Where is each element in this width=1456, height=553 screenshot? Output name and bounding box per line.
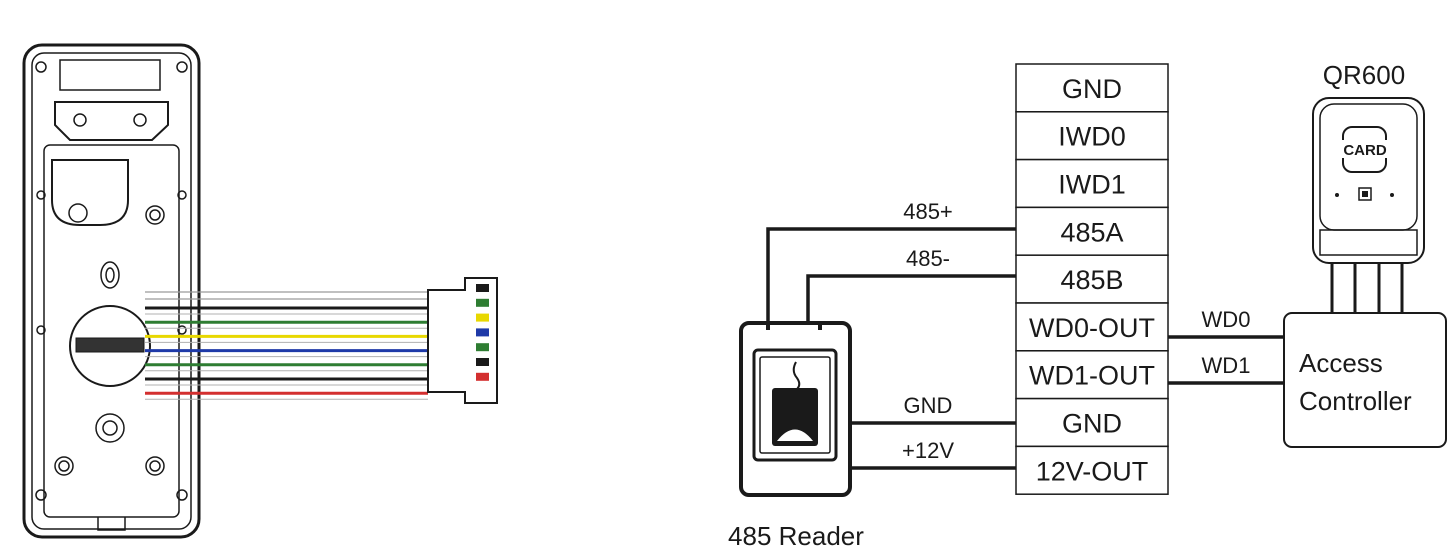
terminal-cell — [1015, 254, 1169, 304]
terminal-cell — [1015, 302, 1169, 352]
terminal-label: 485B — [1060, 265, 1123, 295]
terminal-cell — [1015, 206, 1169, 256]
harness-pin — [476, 358, 489, 366]
wire-label-12v: +12V — [902, 438, 954, 463]
harness-pin — [476, 298, 489, 307]
terminal-cell — [1015, 158, 1169, 209]
terminal-label: GND — [1062, 74, 1122, 104]
reader-wires — [766, 227, 1016, 470]
wire-label-gnd: GND — [904, 393, 953, 418]
terminal-label: WD1-OUT — [1029, 361, 1155, 391]
terminal-label: IWD0 — [1058, 122, 1126, 152]
harness-connector — [427, 277, 498, 404]
access-controller-line2: Controller — [1299, 386, 1412, 416]
reader-485 — [739, 321, 852, 497]
terminal-cell — [1015, 350, 1169, 400]
terminal-label: 485A — [1060, 217, 1123, 247]
terminal-cell — [1015, 63, 1169, 113]
controller-wires — [1168, 335, 1284, 385]
terminal-label: 12V-OUT — [1036, 456, 1149, 486]
access-controller — [1283, 312, 1447, 448]
device-back-panel — [22, 43, 201, 539]
reader-label: 485 Reader — [728, 521, 864, 551]
qr600-device — [1312, 97, 1425, 264]
harness-pin — [476, 328, 489, 337]
harness-pin — [476, 343, 489, 352]
harness-pin — [476, 284, 489, 292]
qr600-title: QR600 — [1323, 60, 1405, 90]
wire-label-wd0: WD0 — [1202, 307, 1251, 332]
harness-wires — [145, 291, 428, 400]
wire-label-485-plus: 485+ — [903, 199, 953, 224]
terminal-cell — [1015, 397, 1169, 448]
wire-label-485-minus: 485- — [906, 246, 950, 271]
qr600-cable — [1330, 263, 1404, 313]
terminal-cell — [1015, 111, 1169, 161]
terminal-cell — [1015, 445, 1169, 495]
terminal-label: WD0-OUT — [1029, 313, 1155, 343]
harness-pin — [476, 313, 489, 322]
terminal-label: IWD1 — [1058, 170, 1126, 200]
harness-pin — [476, 372, 489, 381]
terminal-label: GND — [1062, 409, 1122, 439]
qr600-card-label: CARD — [1343, 142, 1386, 159]
wire-label-wd1: WD1 — [1202, 353, 1251, 378]
access-controller-line1: Access — [1299, 348, 1383, 378]
